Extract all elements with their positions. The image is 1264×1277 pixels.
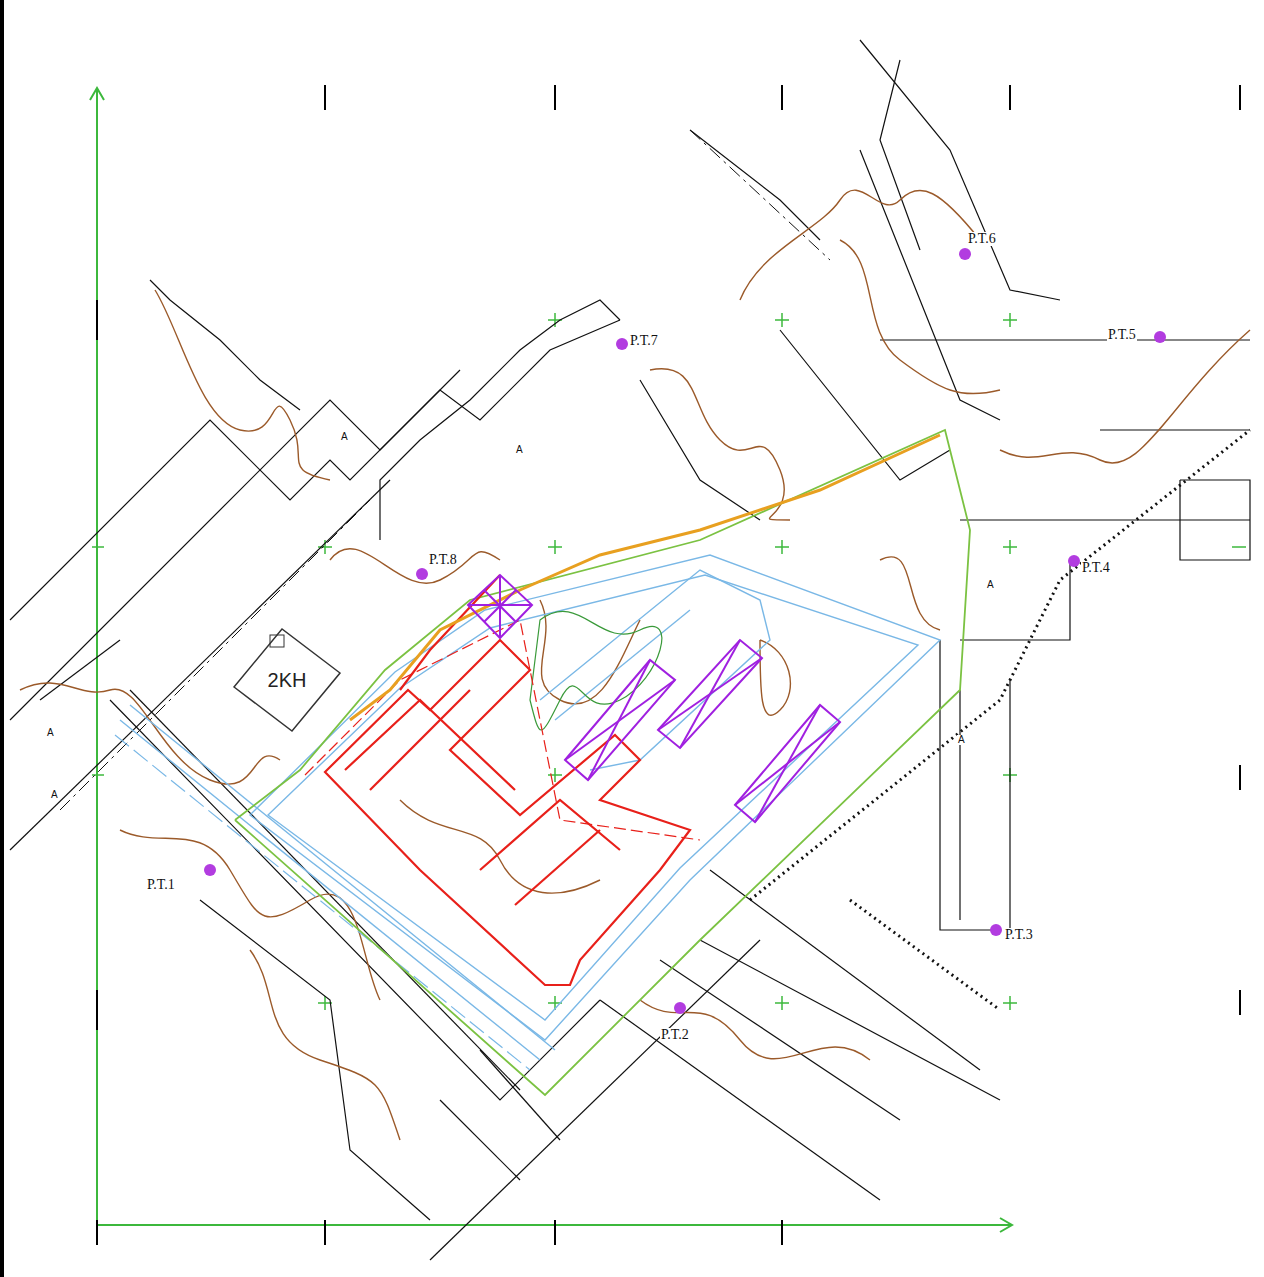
area-label: A [515, 445, 524, 455]
survey-point-label: P.T.6 [967, 232, 997, 246]
area-label: A [46, 728, 55, 738]
survey-point-label: P.T.1 [146, 878, 176, 892]
survey-point-label: P.T.3 [1004, 928, 1034, 942]
building-outline: 2KH [232, 625, 342, 735]
area-label: A [50, 790, 59, 800]
survey-point-label: P.T.4 [1081, 561, 1111, 575]
area-label: A [957, 735, 966, 745]
area-label: A [340, 432, 349, 442]
survey-point-label: P.T.7 [629, 334, 659, 348]
building-label: 2KH [268, 669, 307, 692]
survey-point-label: P.T.5 [1107, 328, 1137, 342]
area-label: A [986, 580, 995, 590]
survey-point-label: P.T.8 [428, 553, 458, 567]
survey-point-label: P.T.2 [660, 1028, 690, 1042]
